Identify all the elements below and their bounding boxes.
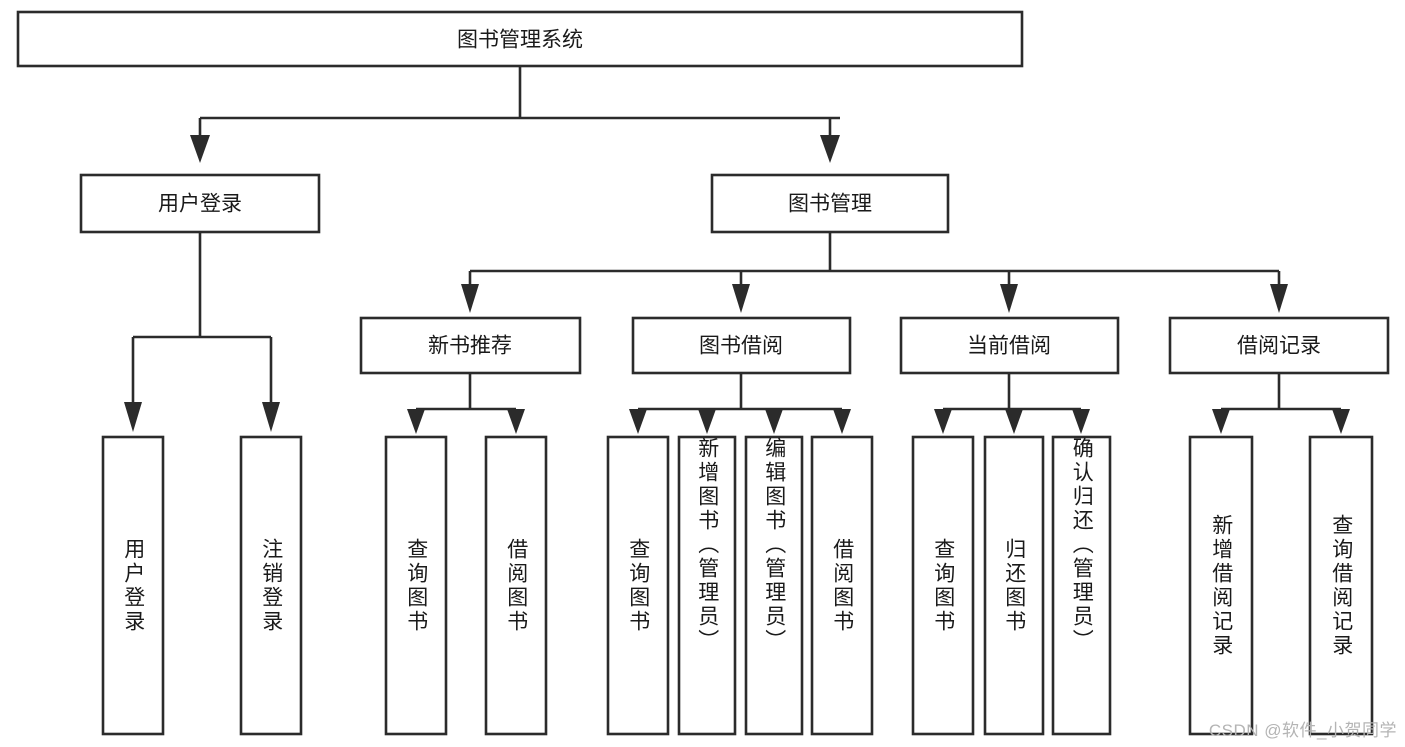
node-leaf-edit-book-rect[interactable]	[744, 435, 804, 736]
arrow-head-leaf-return-book	[1005, 409, 1023, 434]
node-leaf-user-logout-rect[interactable]	[239, 435, 303, 736]
arrow-head-leaf-confirm-return	[1072, 409, 1090, 434]
node-current-borrow[interactable]: 当前借阅	[899, 316, 1120, 375]
connector-group-book-manage	[461, 232, 1288, 313]
node-leaf-borrow-book-2-rect[interactable]	[810, 435, 874, 736]
arrow-head-leaf-user-logout	[262, 402, 280, 432]
node-root-label: 图书管理系统	[457, 29, 583, 52]
node-new-book-recommend[interactable]: 新书推荐	[359, 316, 582, 375]
connector-group-borrow-record	[1212, 373, 1350, 434]
node-leaf-add-book-rect[interactable]	[677, 435, 737, 736]
node-leaf-query-book-1-rect[interactable]	[384, 435, 448, 736]
node-book-manage-rect[interactable]	[710, 173, 950, 234]
node-leaf-query-record-rect[interactable]	[1308, 435, 1374, 736]
node-borrow-record-label: 借阅记录	[1237, 335, 1321, 358]
arrow-head-leaf-query-book-3	[934, 409, 952, 434]
node-current-borrow-rect[interactable]	[899, 316, 1120, 375]
node-user-login[interactable]: 用户登录	[79, 173, 321, 234]
node-leaf-query-book-3-rect[interactable]	[911, 435, 975, 736]
node-user-login-label: 用户登录	[158, 193, 242, 216]
arrow-head-leaf-query-book-1	[407, 409, 425, 434]
node-borrow-record[interactable]: 借阅记录	[1168, 316, 1390, 375]
node-book-manage-label: 图书管理	[788, 193, 872, 216]
node-book-borrow-label: 图书借阅	[699, 335, 783, 358]
arrow-head-leaf-edit-book	[765, 409, 783, 434]
arrow-head-new-book-recommend	[461, 284, 479, 313]
node-leaf-user-login-rect[interactable]	[101, 435, 165, 736]
connector-group-user-login	[124, 232, 280, 432]
connector-group-new-book-recommend	[407, 373, 525, 434]
node-new-book-recommend-rect[interactable]	[359, 316, 582, 375]
node-book-borrow-rect[interactable]	[631, 316, 852, 375]
arrow-head-leaf-query-book-2	[629, 409, 647, 434]
arrow-head-leaf-borrow-book-2	[833, 409, 851, 434]
connector-group-current-borrow	[934, 373, 1090, 434]
node-leaf-return-book-rect[interactable]	[983, 435, 1045, 736]
arrow-head-book-manage	[820, 135, 840, 163]
node-current-borrow-label: 当前借阅	[967, 335, 1051, 358]
node-user-login-rect[interactable]	[79, 173, 321, 234]
connector-group-book-borrow	[629, 373, 851, 434]
arrow-head-leaf-query-record	[1332, 409, 1350, 434]
arrow-head-leaf-user-login	[124, 402, 142, 432]
node-leaf-query-book-2-rect[interactable]	[606, 435, 670, 736]
arrow-head-leaf-add-book	[698, 409, 716, 434]
node-root[interactable]: 图书管理系统	[16, 10, 1024, 68]
connector-group-root	[190, 66, 840, 163]
node-leaf-add-record-rect[interactable]	[1188, 435, 1254, 736]
arrow-head-book-borrow	[732, 284, 750, 313]
arrow-head-leaf-add-record	[1212, 409, 1230, 434]
node-borrow-record-rect[interactable]	[1168, 316, 1390, 375]
leaf-boxes	[101, 435, 1374, 736]
node-root-rect[interactable]	[16, 10, 1024, 68]
arrow-head-borrow-record	[1270, 284, 1288, 313]
node-leaf-confirm-return-rect[interactable]	[1051, 435, 1112, 736]
node-new-book-recommend-label: 新书推荐	[428, 335, 512, 358]
arrow-head-user-login	[190, 135, 210, 163]
arrow-head-leaf-borrow-book-1	[507, 409, 525, 434]
arrow-head-current-borrow	[1000, 284, 1018, 313]
node-book-manage[interactable]: 图书管理	[710, 173, 950, 234]
node-leaf-borrow-book-1-rect[interactable]	[484, 435, 548, 736]
csdn-watermark: CSDN @软件_小贺同学	[1208, 721, 1397, 740]
node-book-borrow[interactable]: 图书借阅	[631, 316, 852, 375]
